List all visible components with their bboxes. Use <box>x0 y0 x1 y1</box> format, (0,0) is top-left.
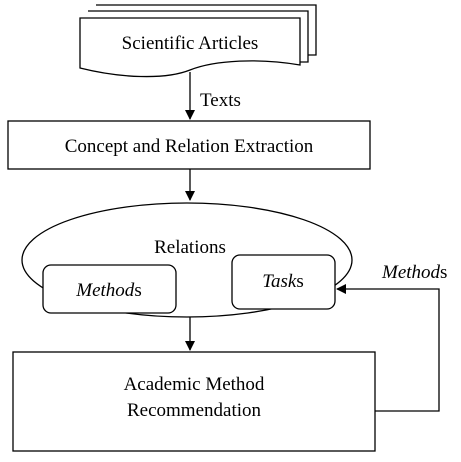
extraction-label: Concept and Relation Extraction <box>65 136 314 157</box>
recommendation-label-line2: Recommendation <box>127 400 262 421</box>
articles-label: Scientific Articles <box>122 33 259 54</box>
tasks-label: Tasks <box>262 271 304 292</box>
feedback-edge-label: Methods <box>381 262 447 283</box>
tasks-node: Tasks <box>231 254 336 310</box>
arrow-feedback-to-tasks <box>336 284 440 412</box>
relations-label: Relations <box>154 237 226 258</box>
extraction-node: Concept and Relation Extraction <box>7 120 371 170</box>
texts-edge-label: Texts <box>200 90 241 111</box>
recommendation-label-line1: Academic Method <box>124 374 265 395</box>
methods-node: Methods <box>42 264 177 314</box>
recommendation-node: Academic Method Recommendation <box>12 351 376 452</box>
scientific-articles-node: Scientific Articles <box>79 4 317 78</box>
methods-label: Methods <box>75 280 141 301</box>
